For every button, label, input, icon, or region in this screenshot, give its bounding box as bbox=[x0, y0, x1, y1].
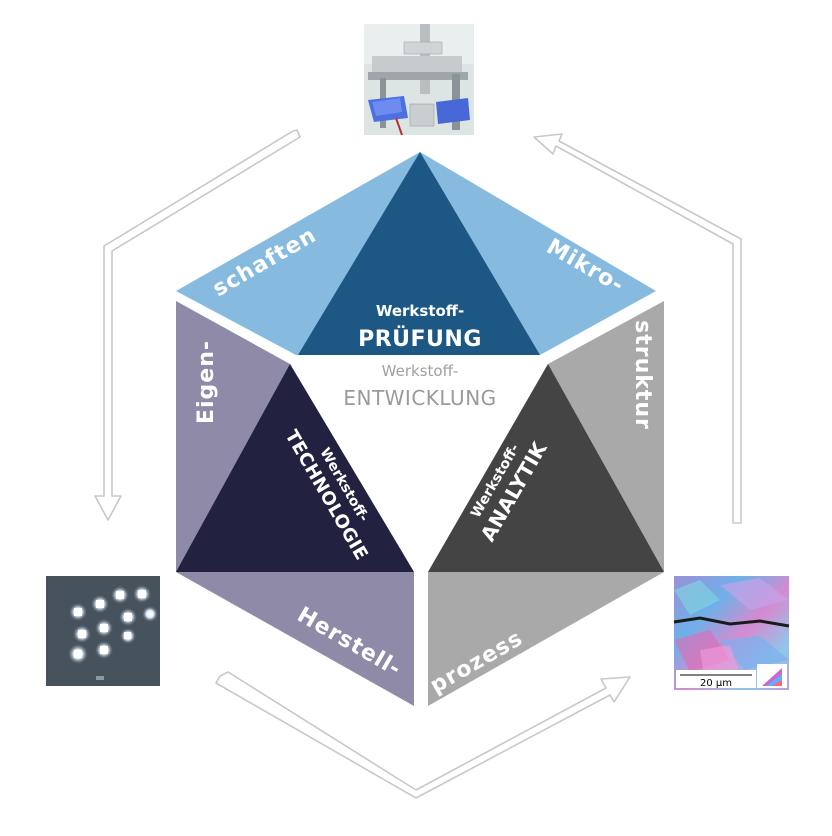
triangle-pruefung bbox=[298, 152, 540, 355]
cycle-arrows bbox=[94, 129, 742, 799]
triangle-analytik bbox=[428, 364, 664, 572]
pruefung-big-label: PRÜFUNG bbox=[358, 326, 482, 352]
scale-bar-label: 20 µm bbox=[700, 678, 732, 689]
facet-label-struktur: struktur bbox=[630, 320, 655, 430]
center-triangle bbox=[298, 362, 540, 572]
cycle-arrow-left-icon bbox=[94, 129, 301, 521]
ebsd-micrograph-photo: 20 µm bbox=[673, 576, 790, 690]
center-small-label: Werkstoff- bbox=[382, 362, 459, 380]
led-array-photo bbox=[46, 576, 160, 686]
cycle-arrow-right-icon bbox=[533, 133, 742, 524]
facet-label-eigen: Eigen- bbox=[194, 340, 219, 424]
testing-machine-photo bbox=[364, 24, 474, 136]
cycle-arrow-bottom-icon bbox=[215, 671, 631, 799]
pruefung-small-label: Werkstoff- bbox=[376, 302, 464, 320]
triangle-technologie bbox=[176, 364, 414, 572]
center-big-label: ENTWICKLUNG bbox=[343, 386, 496, 410]
hexagon bbox=[176, 152, 664, 706]
